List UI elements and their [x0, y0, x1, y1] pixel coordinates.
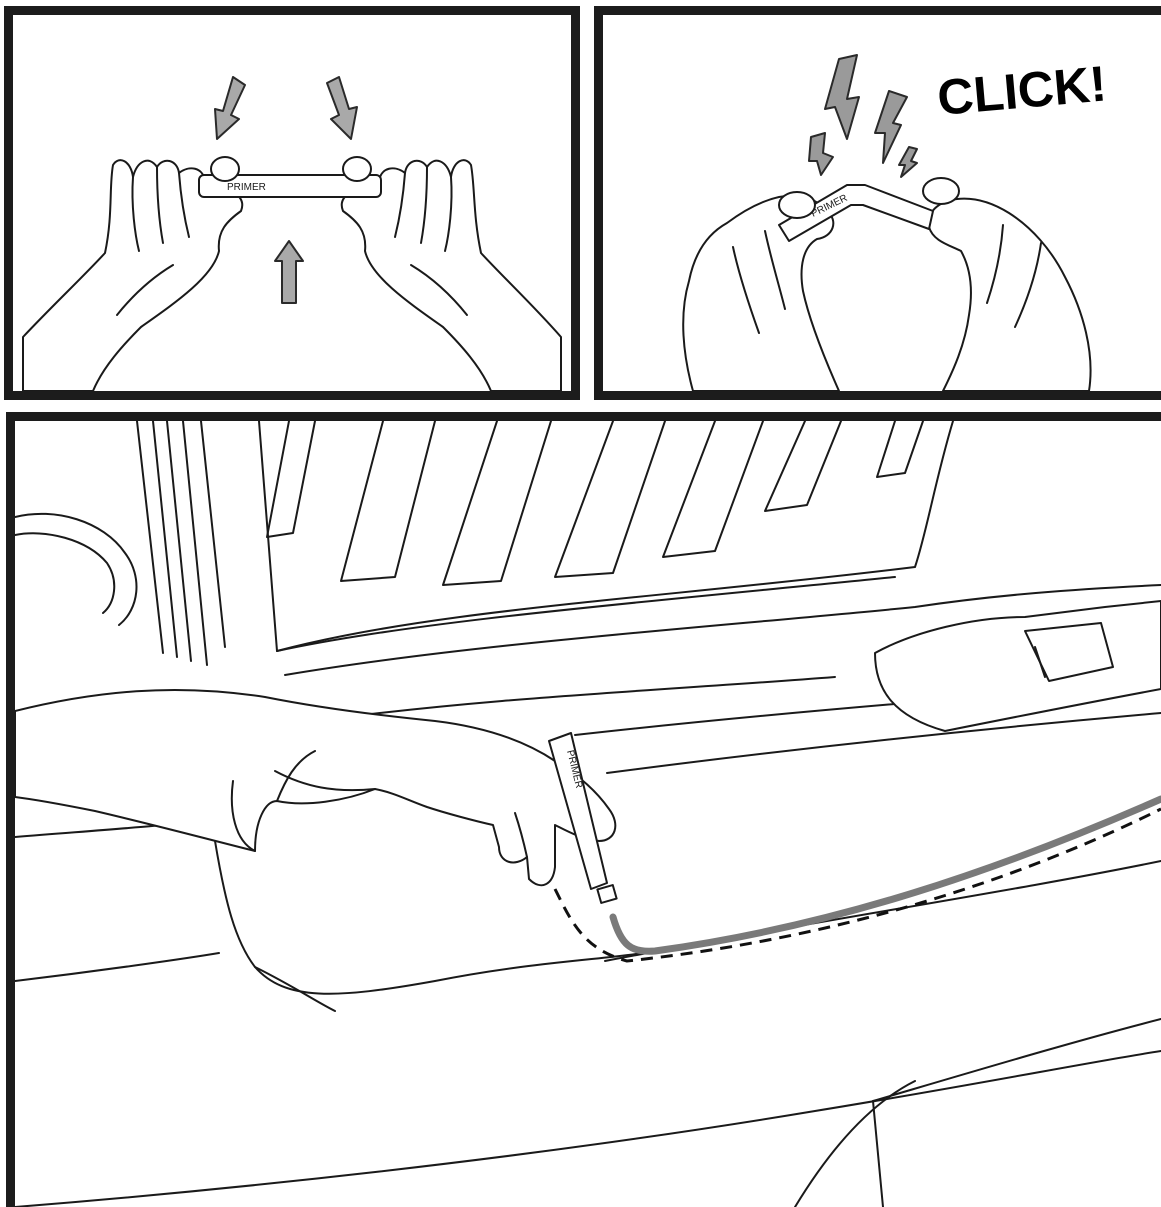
- right-thumb: [923, 178, 959, 204]
- arrow-up-icon: [275, 241, 303, 303]
- panel-apply-primer: PRIMER: [6, 412, 1161, 1207]
- snap-illustration: PRIMER CLICK!: [603, 15, 1161, 391]
- dashed-guide-line: [555, 809, 1161, 961]
- arrow-down-right-icon: [327, 77, 357, 139]
- lightning-bolt-icon: [825, 55, 859, 139]
- primer-stick-label: PRIMER: [227, 182, 266, 193]
- right-thumb: [343, 157, 371, 181]
- left-thumb: [211, 157, 239, 181]
- squeeze-illustration: PRIMER: [13, 15, 571, 391]
- arm: [15, 690, 615, 885]
- panel-squeeze-primer: PRIMER: [4, 6, 580, 400]
- apply-primer-illustration: PRIMER: [15, 421, 1161, 1207]
- primer-strip: [613, 799, 1161, 951]
- lightning-bolt-icon: [899, 147, 917, 177]
- left-thumb: [779, 192, 815, 218]
- lightning-bolt-icon: [809, 133, 833, 175]
- click-sound-text: CLICK!: [935, 55, 1109, 126]
- right-hand: [928, 199, 1090, 391]
- lightning-bolt-icon: [875, 91, 907, 163]
- panel-snap-primer: PRIMER CLICK!: [594, 6, 1161, 400]
- trunk-latch: [875, 601, 1161, 731]
- primer-pen-tip: [597, 885, 616, 903]
- arrow-down-left-icon: [215, 77, 245, 139]
